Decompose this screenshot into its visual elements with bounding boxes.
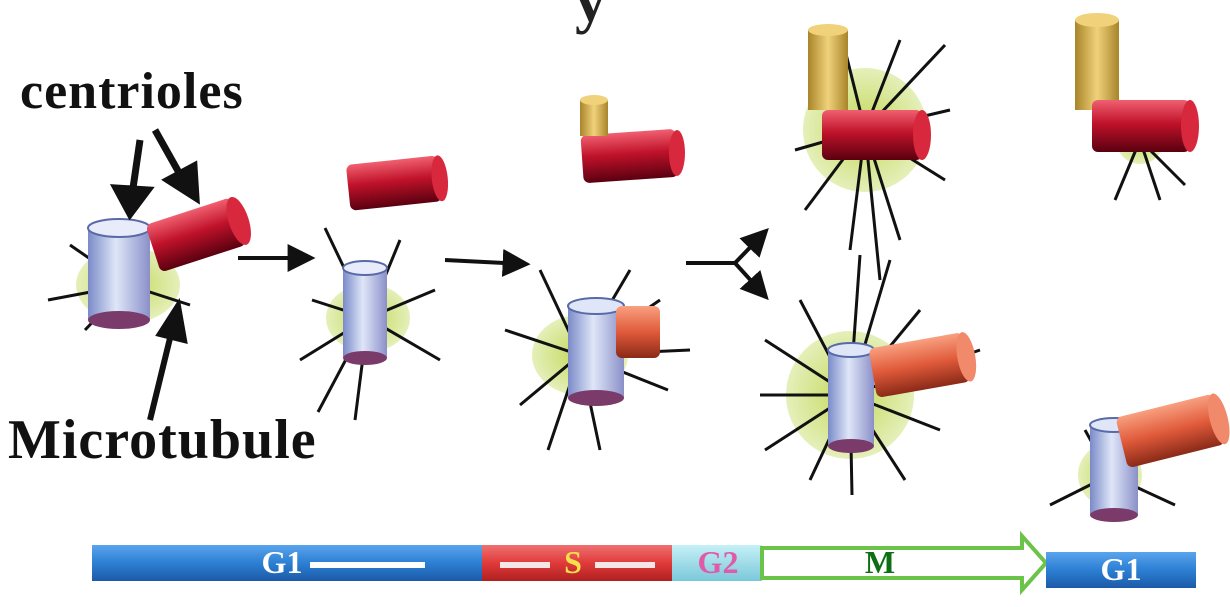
duplicated-pair-top — [580, 95, 685, 183]
mother-centriole — [88, 219, 150, 329]
microtubule-pointer-arrow — [150, 306, 184, 420]
stage-m-bottom-aster — [760, 255, 980, 495]
mother-centriole — [568, 298, 624, 406]
phase-label-g1-next: G1 — [1101, 551, 1142, 588]
phase-label-m: M — [865, 544, 895, 581]
cell-cycle-timeline — [92, 536, 1196, 590]
phase-label-g2: G2 — [698, 544, 739, 581]
progression-arrow-2 — [445, 260, 525, 264]
stage-g1-late — [300, 155, 450, 420]
stage-g1-daughter-bottom — [1050, 391, 1230, 522]
phase-m-arrow — [762, 536, 1046, 590]
stage-g1-centriole-pair — [48, 194, 256, 330]
centrioles-pointer-arrows — [116, 130, 196, 214]
stage-s-g2-duplication — [505, 95, 690, 450]
daughter-centriole — [145, 194, 256, 272]
phase-label-s: S — [564, 544, 582, 581]
daughter-centriole — [346, 155, 450, 211]
mother-centriole — [343, 261, 387, 365]
procentriole — [616, 306, 660, 358]
stage-g1-daughter-top — [1075, 13, 1199, 200]
phase-label-g1: G1 — [262, 544, 303, 581]
branching-arrow — [686, 232, 765, 296]
stage-m-top-aster — [795, 24, 950, 280]
